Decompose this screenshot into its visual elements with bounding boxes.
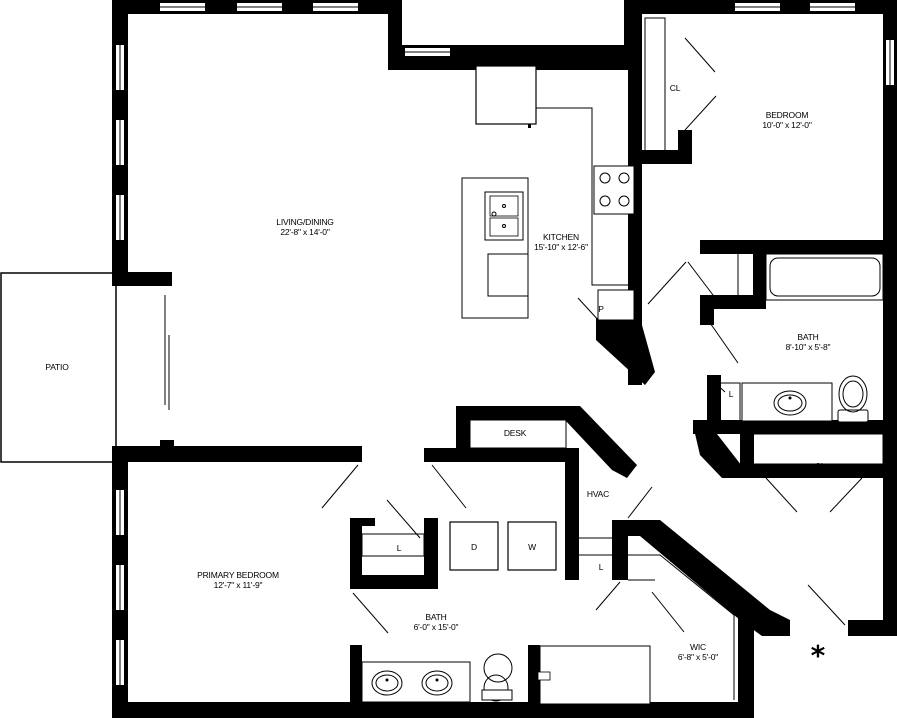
bath1-linen-label: L	[397, 543, 402, 553]
dryer-label: D	[471, 542, 477, 552]
double-vanity	[361, 661, 471, 703]
bedroom-closet-label: CL	[670, 83, 681, 93]
bath2-linen-label: L	[729, 389, 734, 399]
asterisk-marker: *	[811, 639, 826, 672]
bathtub	[765, 253, 884, 301]
doors	[164, 37, 863, 634]
living-room-dims: 22'-8" x 14'-0"	[280, 227, 329, 237]
bath1-dims: 6'-0" x 15'-0"	[414, 622, 459, 632]
shower	[539, 645, 651, 705]
dryer	[449, 521, 499, 571]
wic-name: WIC	[690, 642, 706, 652]
toilet	[837, 409, 869, 423]
desk	[469, 419, 567, 449]
dishwasher	[487, 253, 529, 297]
patio-label: PATIO	[45, 362, 69, 372]
pantry-label: P	[598, 304, 604, 314]
hall-closet-label: CL	[815, 461, 826, 471]
interior-walls	[350, 0, 883, 705]
kitchen-name: KITCHEN	[543, 232, 579, 242]
living-room-name: LIVING/DINING	[276, 217, 333, 227]
bedroom-name: BEDROOM	[766, 110, 809, 120]
patio	[0, 272, 117, 463]
bath1-name: BATH	[425, 612, 446, 622]
primary-bedroom-name: PRIMARY BEDROOM	[197, 570, 279, 580]
bedroom-dims: 10'-0" x 12'-0"	[762, 120, 811, 130]
wic-dims: 6'-8" x 5'-0"	[678, 652, 718, 662]
wic-linen-label: L	[599, 562, 604, 572]
primary-bedroom-dims: 12'-7" x 11'-9"	[214, 580, 263, 590]
room-labels: PATIO LIVING/DINING 22'-8" x 14'-0" KITC…	[45, 83, 830, 672]
washer-label: W	[528, 542, 536, 552]
washer	[507, 521, 557, 571]
bath2-dims: 8'-10" x 5'-8"	[786, 342, 831, 352]
range	[593, 165, 635, 215]
fixtures	[361, 17, 884, 705]
hvac-label: HVAC	[587, 489, 609, 499]
kitchen-dims: 15'-10" x 12'-6"	[534, 242, 588, 252]
refrigerator	[475, 65, 537, 125]
exterior-walls	[112, 0, 897, 718]
desk-label: DESK	[504, 428, 527, 438]
bath2-name: BATH	[797, 332, 818, 342]
